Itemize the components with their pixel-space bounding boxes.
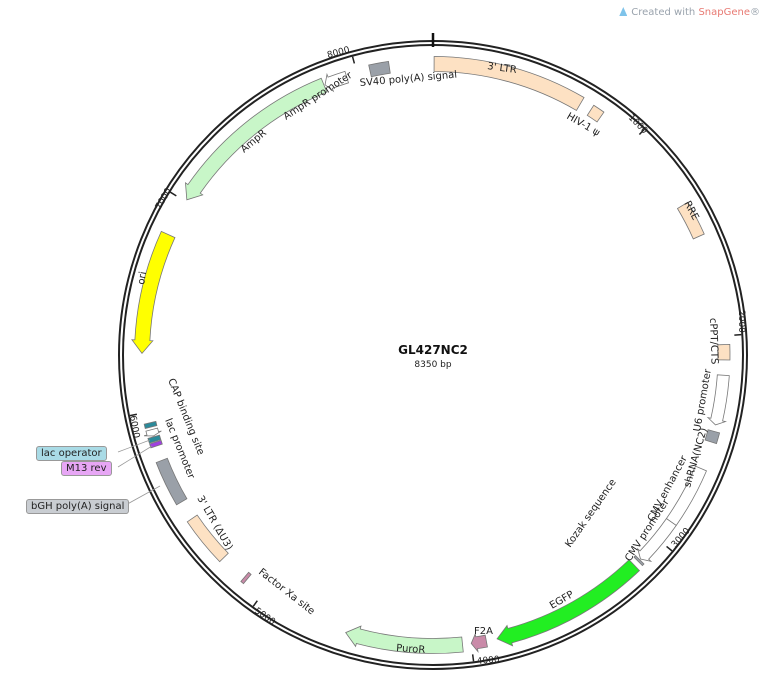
feature-sv40-poly-a-signal[interactable] xyxy=(368,60,391,78)
label-cppt-cts[interactable]: cPPT/CTS xyxy=(707,318,720,365)
feature-kozak-sequence[interactable] xyxy=(633,555,645,567)
feature-cmv-promoter[interactable] xyxy=(637,518,677,562)
label-3-ltr[interactable]: 3' LTR xyxy=(487,61,518,76)
feature-hiv-1[interactable] xyxy=(586,104,605,123)
tick-label-7000: 7000 xyxy=(154,186,174,211)
feature-egfp[interactable] xyxy=(496,559,641,647)
label-puror[interactable]: PuroR xyxy=(396,643,426,656)
watermark-suffix: ® xyxy=(750,7,760,18)
feature-f2a[interactable] xyxy=(470,632,488,653)
label-ori[interactable]: ori xyxy=(136,271,149,286)
feature-bgh-poly-a-signal[interactable] xyxy=(155,457,188,506)
watermark-text: Created with xyxy=(631,7,699,18)
snapgene-logo-icon xyxy=(619,7,628,16)
label-kozak-sequence[interactable]: Kozak sequence xyxy=(563,477,618,549)
feature-cap-binding-site[interactable] xyxy=(143,420,158,430)
tick-mark-4000 xyxy=(471,654,475,662)
watermark-brand: SnapGene xyxy=(698,7,750,18)
tick-mark-7000 xyxy=(169,191,177,197)
tick-label-4000: 4000 xyxy=(476,655,500,667)
tick-label-8000: 8000 xyxy=(326,45,351,61)
snapgene-watermark: Created with SnapGene® xyxy=(619,7,760,18)
feature-ampr-promoter[interactable] xyxy=(324,70,350,93)
tick-mark-5000 xyxy=(252,600,258,607)
tick-label-1000: 1000 xyxy=(626,113,649,136)
label-f2a[interactable]: F2A xyxy=(474,626,493,637)
leader-line xyxy=(117,445,153,468)
tick-mark-6000 xyxy=(129,413,138,417)
tick-mark-3000 xyxy=(666,545,673,552)
label-factor-xa-site[interactable]: Factor Xa site xyxy=(256,567,316,618)
feature-ampr[interactable] xyxy=(185,77,328,201)
callout-lac-operator[interactable]: lac operator xyxy=(36,446,107,461)
feature-lac-operator[interactable] xyxy=(147,434,162,444)
callout-m13-rev[interactable]: M13 rev xyxy=(61,461,112,476)
leader-line xyxy=(117,439,151,453)
feature-rre[interactable] xyxy=(676,201,705,240)
feature-layer xyxy=(131,56,731,654)
feature-puror[interactable] xyxy=(345,625,464,654)
feature-shrna-nc2[interactable] xyxy=(704,429,721,445)
tick-label-2000: 2000 xyxy=(736,310,746,333)
feature-3-ltr[interactable] xyxy=(433,56,585,112)
label-u6-promoter[interactable]: U6 promoter xyxy=(692,367,714,432)
tick-label-6000: 6000 xyxy=(127,415,141,440)
plasmid-backbone xyxy=(118,33,748,670)
tick-mark-1000 xyxy=(638,128,645,136)
feature-ori[interactable] xyxy=(131,230,176,354)
plasmid-name: GL427NC2 xyxy=(398,343,468,357)
feature-u6-promoter[interactable] xyxy=(706,374,730,426)
feature-3-ltr-u3[interactable] xyxy=(186,514,229,563)
plasmid-size: 8350 bp xyxy=(414,360,451,370)
tick-mark-8000 xyxy=(351,56,356,64)
callout-bgh-polya-signal[interactable]: bGH poly(A) signal xyxy=(26,499,130,514)
feature-lac-promoter[interactable] xyxy=(143,427,162,437)
feature-factor-xa-site[interactable] xyxy=(240,571,252,585)
feature-cppt-cts[interactable] xyxy=(717,343,731,361)
